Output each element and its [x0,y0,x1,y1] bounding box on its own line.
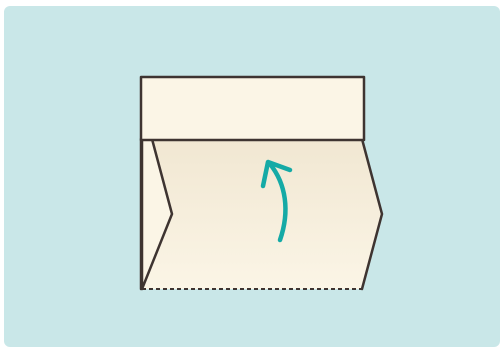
top-folded-band [141,77,364,140]
folding-diagram [4,6,500,347]
diagram-panel [4,6,500,347]
paper-back-panel [142,139,382,289]
